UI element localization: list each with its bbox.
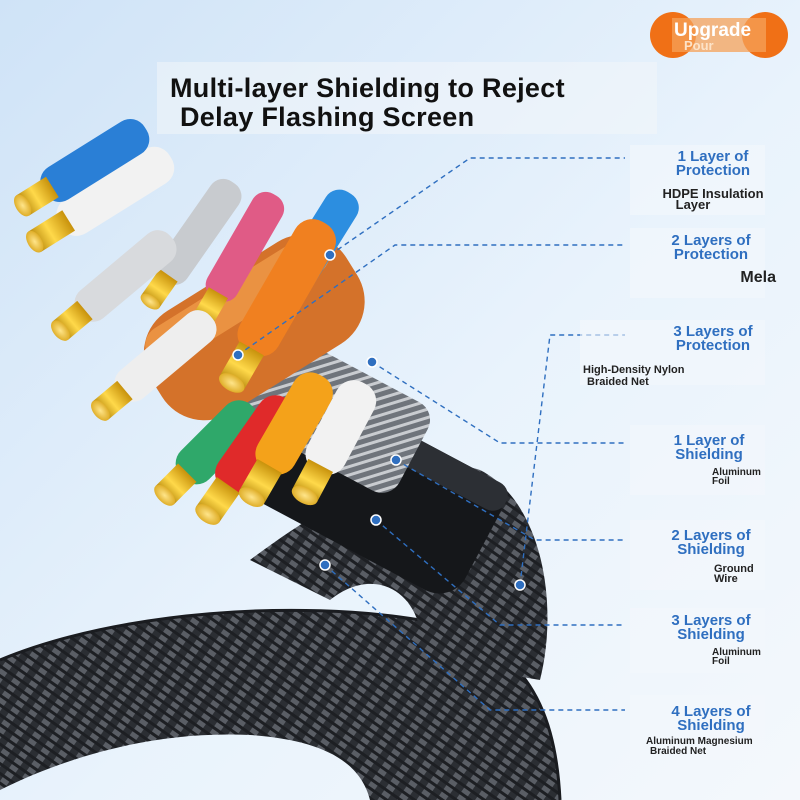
callout-shielding-4-subtext: Aluminum Magnesium Braided Net — [640, 737, 770, 757]
callout-subtext-line2: Wire — [714, 573, 738, 585]
callout-protection-3: 3 Layers of Protection — [638, 323, 788, 354]
callout-subtext: Aluminum Foil — [636, 647, 786, 667]
callout-subtext-line2: Foil — [712, 656, 730, 667]
callout-subtext-line2: Foil — [712, 476, 730, 487]
callout-heading-line1: 3 Layers of — [671, 612, 751, 629]
callout-heading: 2 Layers of Shielding — [636, 527, 786, 558]
callout-subtext: HDPE Insulation Layer — [638, 186, 788, 212]
upgrade-badge: Upgrade Pour — [650, 12, 790, 58]
callout-subtext-line1: High-Density Nylon — [583, 364, 685, 376]
callout-heading-line1: 1 Layer of — [673, 432, 745, 449]
callout-heading-line2: Protection — [673, 246, 749, 263]
callout-heading-line1: 4 Layers of — [671, 703, 751, 720]
callout-subtext-line1: Aluminum — [712, 467, 761, 478]
callout-heading-line1: 3 Layers of — [673, 323, 753, 340]
callout-heading-line2: Shielding — [677, 626, 745, 643]
headline: Multi-layer Shielding to Reject Delay Fl… — [170, 74, 565, 132]
callout-protection-3-subtext: High-Density Nylon Braided Net — [570, 364, 720, 388]
badge-band — [672, 18, 766, 52]
callout-subtext-line2: Braided Net — [650, 746, 707, 757]
callout-heading-line2: Protection — [675, 162, 751, 179]
callout-heading: 1 Layer of Protection — [638, 148, 788, 179]
callout-protection-1: 1 Layer of Protection HDPE Insulation La… — [638, 148, 788, 212]
callout-heading: 2 Layers of Protection — [636, 232, 786, 263]
callout-subtext: Mela — [636, 270, 786, 286]
callout-heading-line2: Shielding — [677, 717, 745, 734]
callout-subtext: Aluminum Foil — [634, 467, 784, 487]
badge-text-line1: Upgrade — [674, 20, 752, 41]
callout-subtext-line2: Layer — [675, 197, 711, 212]
callout-shielding-1: 1 Layer of Shielding Aluminum Foil — [634, 432, 784, 487]
callout-heading-line1: 1 Layer of — [677, 148, 749, 165]
callout-heading-line2: Protection — [675, 337, 751, 354]
callout-heading: 3 Layers of Protection — [638, 323, 788, 354]
callout-heading-line2: Shielding — [675, 446, 743, 463]
callout-heading-line2: Shielding — [677, 541, 745, 558]
callout-protection-2: 2 Layers of Protection Mela — [636, 232, 786, 286]
callout-subtext: Ground Wire — [636, 563, 786, 585]
callout-heading: 4 Layers of Shielding — [636, 703, 786, 734]
badge-text-line2: Pour — [684, 38, 714, 53]
callout-shielding-3: 3 Layers of Shielding Aluminum Foil — [636, 612, 786, 667]
callout-heading-line1: 2 Layers of — [671, 527, 751, 544]
headline-line2: Delay Flashing Screen — [180, 102, 475, 132]
callout-subtext-line2: Braided Net — [587, 376, 649, 388]
callout-subtext-line1: Ground — [714, 563, 754, 575]
callout-heading: 1 Layer of Shielding — [634, 432, 784, 463]
callout-shielding-4: 4 Layers of Shielding — [636, 703, 786, 734]
callout-subtext-line1: Aluminum Magnesium — [646, 736, 753, 747]
callout-subtext-line1: Aluminum — [712, 647, 761, 658]
callout-subtext-line1: HDPE Insulation — [662, 186, 764, 201]
callout-shielding-2: 2 Layers of Shielding Ground Wire — [636, 527, 786, 585]
headline-line1: Multi-layer Shielding to Reject — [170, 73, 565, 103]
callout-heading-line1: 2 Layers of — [671, 232, 751, 249]
callout-subtext-line1: Mela — [740, 269, 776, 286]
callout-heading: 3 Layers of Shielding — [636, 612, 786, 643]
